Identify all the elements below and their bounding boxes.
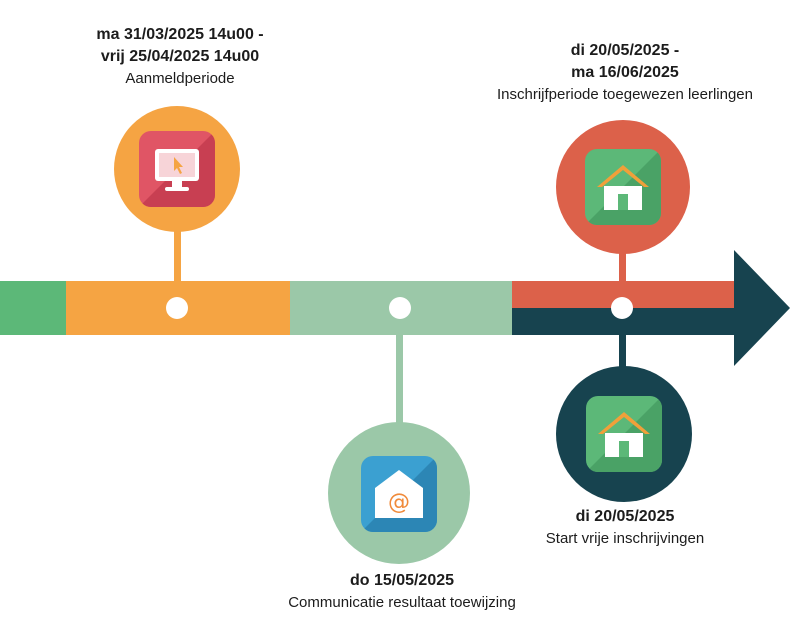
milestone-3-date-line2: ma 16/06/2025 <box>571 64 679 81</box>
timeline-dot-3 <box>611 297 633 319</box>
milestone-1-description: Aanmeldperiode <box>125 70 235 87</box>
computer-monitor-icon <box>139 131 215 207</box>
stem-milestone-4 <box>619 308 626 368</box>
timeline-dot-2 <box>389 297 411 319</box>
stem-milestone-3 <box>619 252 626 308</box>
email-at-house-icon: @ <box>361 456 437 532</box>
milestone-1-label: ma 31/03/2025 14u00 - vrij 25/04/2025 14… <box>60 24 300 89</box>
milestone-2-date: do 15/05/2025 <box>349 572 455 589</box>
milestone-3-date-line1: di 20/05/2025 - <box>570 42 680 59</box>
milestone-1-date-line1: ma 31/03/2025 14u00 - <box>96 26 264 43</box>
milestone-4-icon-tile <box>586 396 662 472</box>
house-icon <box>585 149 661 225</box>
timeline-segment-green <box>0 281 66 335</box>
stem-milestone-1 <box>174 225 181 309</box>
milestone-4-description: Start vrije inschrijvingen <box>545 530 705 547</box>
timeline-dot-1 <box>166 297 188 319</box>
milestone-2-label: do 15/05/2025 Communicatie resultaat toe… <box>252 570 552 613</box>
milestone-4-label: di 20/05/2025 Start vrije inschrijvingen <box>490 506 760 549</box>
milestone-2-description: Communicatie resultaat toewijzing <box>288 594 516 611</box>
milestone-3-description: Inschrijfperiode toegewezen leerlingen <box>497 86 753 103</box>
milestone-1-date-line2: vrij 25/04/2025 14u00 <box>100 48 260 65</box>
svg-text:@: @ <box>388 490 410 515</box>
stem-milestone-2 <box>396 306 403 426</box>
milestone-4-date: di 20/05/2025 <box>575 508 675 525</box>
house-icon <box>586 396 662 472</box>
milestone-3-label: di 20/05/2025 - ma 16/06/2025 Inschrijfp… <box>470 40 780 105</box>
milestone-2-icon-tile: @ <box>361 456 437 532</box>
milestone-1-icon-tile <box>139 131 215 207</box>
milestone-3-icon-tile <box>585 149 661 225</box>
